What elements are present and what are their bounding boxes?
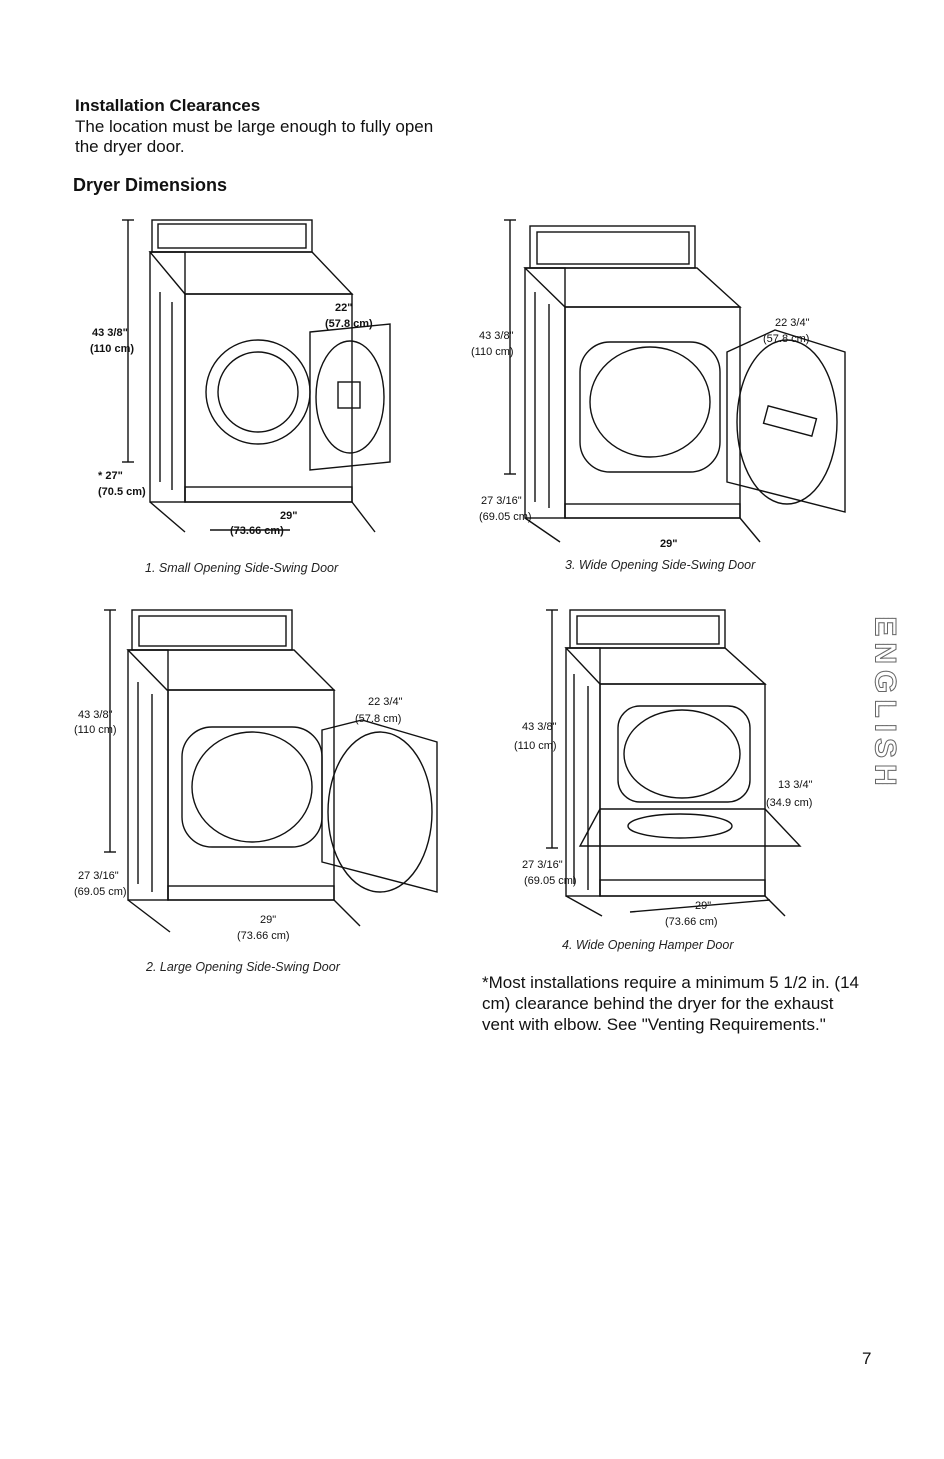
dryer-wide-side-swing-diagram	[504, 219, 846, 543]
depth-inches: 27 3/16"	[522, 859, 563, 871]
door-inches: 22 3/4"	[368, 696, 403, 708]
dimensions-title: Dryer Dimensions	[73, 175, 228, 195]
door-inches: 22 3/4"	[775, 317, 810, 329]
depth-inches: * 27"	[98, 470, 123, 482]
height-cm: (110 cm)	[90, 343, 135, 355]
depth-inches: 27 3/16"	[78, 870, 119, 882]
width-cm: (73.66 cm)	[237, 930, 290, 942]
dryer-large-side-swing-diagram	[104, 609, 438, 933]
depth-inches: 27 3/16"	[481, 495, 522, 507]
page-number: 7	[862, 1349, 872, 1368]
section-title: Installation Clearances	[75, 96, 261, 115]
dryer-hamper-door-diagram	[546, 609, 802, 917]
width-cm: (73.66 cm)	[665, 916, 718, 928]
door-cm: (57.8 cm)	[355, 713, 402, 725]
width-inches: 29"	[660, 538, 678, 550]
figure-4-caption: 4. Wide Opening Hamper Door	[562, 938, 734, 952]
dryer-small-side-swing-diagram	[122, 219, 391, 533]
width-inches: 29"	[260, 914, 277, 926]
door-cm: (57.8 cm)	[763, 333, 810, 345]
height-inches: 43 3/8"	[92, 327, 128, 339]
height-cm: (110 cm)	[471, 346, 514, 358]
width-cm: (73.66 cm)	[230, 525, 284, 537]
clearance-note: *Most installations require a minimum 5 …	[482, 973, 859, 1034]
figure-2-caption: 2. Large Opening Side-Swing Door	[146, 960, 340, 974]
width-inches: 29"	[695, 900, 712, 912]
depth-cm: (69.05 cm)	[524, 875, 577, 887]
door-cm: (57.8 cm)	[325, 318, 373, 330]
height-inches: 43 3/8"	[522, 721, 557, 733]
figure-3-caption: 3. Wide Opening Side-Swing Door	[565, 558, 756, 572]
figure-1-caption: 1. Small Opening Side-Swing Door	[145, 561, 339, 575]
depth-cm: (69.05 cm)	[74, 886, 127, 898]
width-inches: 29"	[280, 510, 298, 522]
door-inches: 13 3/4"	[778, 779, 813, 791]
height-inches: 43 3/8"	[78, 709, 113, 721]
language-tab: ENGLISH	[868, 604, 903, 804]
language-tab-label: ENGLISH	[869, 616, 903, 792]
height-cm: (110 cm)	[514, 740, 557, 752]
figure-3: 43 3/8" (110 cm) 27 3/16" (69.05 cm) 22 …	[465, 212, 860, 572]
height-inches: 43 3/8"	[479, 330, 514, 342]
figure-4: 43 3/8" (110 cm) 27 3/16" (69.05 cm) 13 …	[510, 604, 850, 959]
figure-2: 43 3/8" (110 cm) 27 3/16" (69.05 cm) 22 …	[72, 602, 452, 982]
height-cm: (110 cm)	[74, 724, 117, 736]
figure-1: 43 3/8" (110 cm) * 27" (70.5 cm) 22" (57…	[90, 212, 410, 575]
depth-cm: (69.05 cm)	[479, 511, 532, 523]
door-inches: 22"	[335, 302, 353, 314]
door-cm: (34.9 cm)	[766, 797, 813, 809]
section-body: The location must be large enough to ful…	[75, 117, 434, 156]
depth-cm: (70.5 cm)	[98, 486, 146, 498]
